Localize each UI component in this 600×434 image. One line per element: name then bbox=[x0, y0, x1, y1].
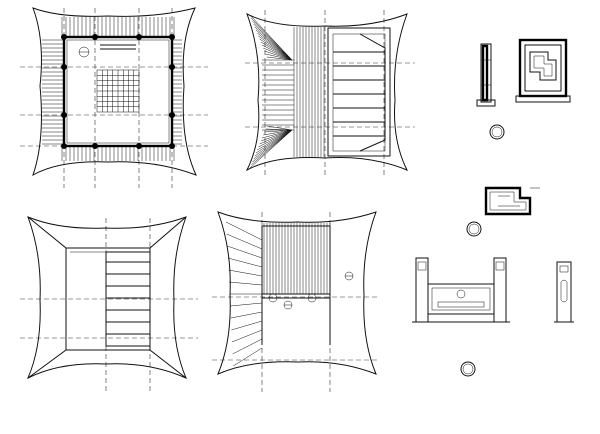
drawing-line bbox=[258, 129, 293, 148]
drawing-line bbox=[252, 129, 293, 163]
post-mark bbox=[61, 34, 67, 40]
drawing-line bbox=[233, 347, 263, 367]
drawing-line bbox=[263, 129, 293, 136]
drawing-line bbox=[254, 26, 293, 61]
roof-outline-plan bbox=[20, 216, 198, 392]
drawing-line bbox=[261, 129, 293, 139]
roof-framing-plan bbox=[20, 7, 208, 188]
drawing-line bbox=[257, 129, 293, 151]
drawing-line bbox=[266, 56, 293, 61]
drawing-line bbox=[261, 44, 293, 61]
post-mark bbox=[92, 143, 98, 149]
post-mark bbox=[61, 112, 67, 118]
post-mark bbox=[92, 34, 98, 40]
post-mark bbox=[136, 143, 142, 149]
drawing-line bbox=[231, 320, 263, 331]
drawing-line bbox=[264, 50, 293, 61]
drawing-line bbox=[266, 125, 293, 131]
post-mark bbox=[169, 112, 175, 118]
drawing-line bbox=[264, 129, 293, 133]
drawing-line bbox=[255, 129, 293, 154]
drawing-line bbox=[228, 269, 263, 277]
drawing-line bbox=[253, 129, 293, 160]
drawing-line bbox=[232, 338, 263, 355]
drawing-line bbox=[251, 129, 293, 166]
drawing-line bbox=[227, 245, 263, 259]
drawing-line bbox=[255, 29, 293, 61]
lattice-window-elevation bbox=[515, 38, 571, 103]
drawing-line bbox=[260, 41, 293, 61]
drawing-line bbox=[260, 129, 293, 142]
column-detail bbox=[476, 43, 505, 140]
drawing-line bbox=[254, 129, 293, 157]
drawing-line bbox=[230, 302, 263, 307]
balustrade-elevation bbox=[412, 221, 510, 377]
drawing-line bbox=[230, 311, 263, 319]
drawing-line bbox=[231, 329, 263, 343]
post-mark bbox=[61, 64, 67, 70]
drawing-line bbox=[225, 221, 263, 241]
drawing-line bbox=[265, 53, 293, 61]
post-detail bbox=[554, 261, 574, 323]
drawing-line bbox=[259, 129, 293, 145]
drawing-line bbox=[258, 35, 293, 61]
drawing-line bbox=[263, 47, 293, 61]
drawing-line bbox=[257, 32, 293, 61]
corner-lattice-detail bbox=[484, 186, 540, 216]
drawing-line bbox=[227, 257, 263, 268]
drawing-line bbox=[226, 233, 263, 250]
post-mark bbox=[169, 64, 175, 70]
drawing-line bbox=[259, 38, 293, 61]
roof-framing-with-section-markers bbox=[212, 211, 380, 392]
post-mark bbox=[169, 34, 175, 40]
post-mark bbox=[169, 143, 175, 149]
drawing-line bbox=[228, 281, 263, 286]
roof-half-plan-left-half-framing bbox=[245, 10, 415, 175]
post-mark bbox=[136, 34, 142, 40]
post-mark bbox=[61, 143, 67, 149]
